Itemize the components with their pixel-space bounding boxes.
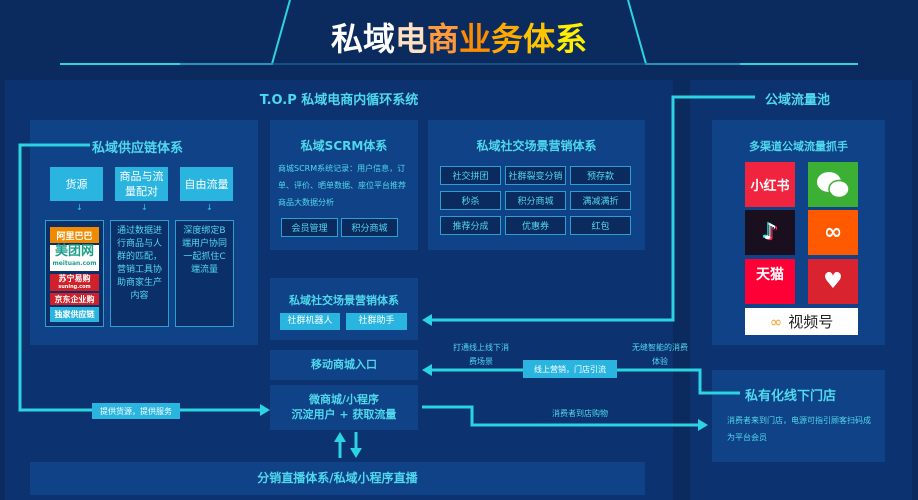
title-char: 系 [555, 20, 588, 58]
title-char: 域 [362, 20, 395, 58]
supply-head-source: 货源 [50, 167, 103, 201]
arrow-down-icon: ↓ [141, 203, 148, 212]
title-char: 电 [394, 20, 427, 58]
channels-title: 多渠道公域流量抓手 [749, 140, 848, 153]
public-pool-title: 公域流量池 [765, 93, 831, 108]
jd-logo: 京东企业购 [50, 293, 99, 305]
header-frame [60, 0, 858, 65]
marketing-tag[interactable]: 预存款 [570, 166, 631, 185]
channels-video-label: 视频号 [788, 313, 834, 331]
title-char: 业 [459, 20, 492, 58]
channels-video-logo: ∞ 视频号 [745, 308, 858, 335]
marketing-tag[interactable]: 积分商城 [505, 191, 566, 210]
supply-chain-title: 私域供应链体系 [92, 141, 184, 156]
community-assistant-button[interactable]: 社群助手 [346, 313, 407, 330]
marketing-tags: 社交拼团 社群裂变分销 预存款 秒杀 积分商城 满减满折 推荐分成 优惠券 红包 [440, 166, 631, 235]
scrm-title: 私域SCRM体系 [300, 139, 388, 153]
supply-head-free-traffic: 自由流量 [180, 167, 233, 201]
mini-program-line2: 沉淀用户 + 获取流量 [291, 408, 397, 421]
online-offline-label: 打通线上线下消费场景 [453, 343, 509, 366]
alibaba-logo: 阿里巴巴 [50, 227, 99, 243]
social-title: 私域社交场景营销体系 [289, 294, 399, 307]
kuaishou-logo: ∞ [808, 210, 858, 255]
xiaohongshu-logo: 小红书 [745, 162, 795, 207]
offline-store-title: 私有化线下门店 [745, 389, 837, 404]
community-robot-button[interactable]: 社群机器人 [280, 313, 340, 330]
supply-service-label: 提供货源，提供服务 [92, 403, 180, 419]
title-char: 私 [330, 20, 363, 58]
suning-name: 苏宁易购 [58, 273, 91, 283]
marketing-tag[interactable]: 满减满折 [570, 191, 631, 210]
offline-store-panel [712, 370, 885, 462]
douyin-logo: ♪ [745, 210, 795, 255]
mini-program-line1: 微商城/小程序 [308, 393, 380, 406]
marketing-tag[interactable]: 社群裂变分销 [505, 166, 566, 185]
scrm-desc: 商城SCRM系统记录：用户信息，订单、评价、晒单数据、座位平台推荐商品大数据分析 [278, 164, 406, 207]
page-title: 私域电商业务体系 [0, 14, 918, 60]
title-char: 商 [426, 20, 459, 58]
marketing-tag[interactable]: 红包 [570, 216, 631, 235]
member-management-button[interactable]: 会员管理 [281, 218, 338, 237]
inner-loop-title: T.O.P 私域电商内循环系统 [259, 93, 419, 108]
marketing-title: 私域社交场景营销体系 [476, 139, 597, 153]
points-mall-button[interactable]: 积分商城 [341, 218, 398, 237]
mini-program-box: 微商城/小程序 沉淀用户 + 获取流量 [270, 385, 418, 430]
arrow-down-icon: ↓ [76, 203, 83, 212]
title-char: 体 [523, 20, 556, 58]
offline-store-desc: 消费者来到门店，电源可指引顾客扫码成为平台会员 [727, 416, 871, 442]
supply-head-matching: 商品与流量配对 [115, 167, 168, 201]
marketing-tag[interactable]: 秒杀 [440, 191, 501, 210]
marketing-tag[interactable]: 社交拼团 [440, 166, 501, 185]
suning-url: suning.com [58, 283, 91, 290]
matching-desc: 通过数据进行商品与人群的匹配，营销工具协助商家生产内容 [110, 220, 169, 327]
wechat-logo [808, 162, 858, 207]
mobile-mall-entry: 移动商城入口 [270, 350, 418, 380]
meituan-name: 美团网 [54, 244, 94, 259]
marketing-tag[interactable]: 推荐分成 [440, 216, 501, 235]
tmall-logo: 天猫 [745, 259, 795, 304]
title-char: 务 [491, 20, 524, 58]
seamless-experience-label: 无缝智能的消费体验 [632, 343, 688, 366]
exclusive-supply-badge: 独家供应链 [50, 307, 99, 322]
pinduoduo-logo: ♥ [808, 259, 858, 304]
wechat-icon [817, 171, 850, 198]
free-traffic-desc: 深度绑定B端用户协同一起抓住C端流量 [175, 220, 234, 327]
live-stream-bar: 分销直播体系/私域小程序直播 [30, 462, 645, 495]
meituan-url: meituan.com [52, 260, 97, 267]
online-marketing-label: 线上营销，门店引流 [523, 360, 617, 378]
arrow-down-icon: ↓ [206, 203, 213, 212]
channels-video-icon: ∞ [769, 312, 783, 331]
to-store-label: 消费者到店购物 [552, 409, 608, 418]
marketing-tag[interactable]: 优惠券 [505, 216, 566, 235]
